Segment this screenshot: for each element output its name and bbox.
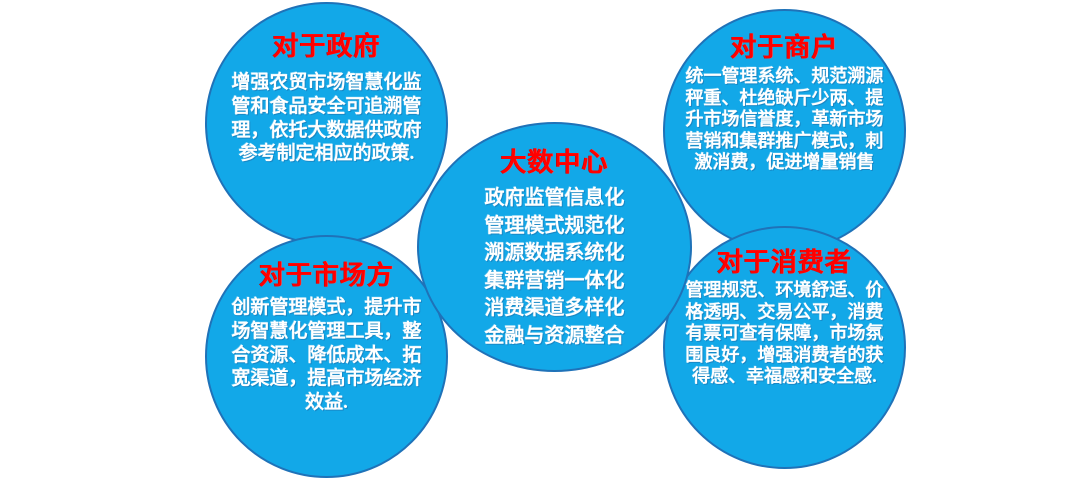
- bubble-consumer-body: 管理规范、环境舒适、价格透明、交易公平，消费有票可查有保障，市场氛围良好，增强消…: [685, 280, 884, 387]
- bubble-market-operator-title: 对于市场方: [258, 261, 394, 290]
- bubble-big-data-center-line: 集群营销一体化: [484, 269, 625, 292]
- bubble-big-data-center-line: 消费渠道多样化: [484, 297, 625, 320]
- bubble-market-operator[interactable]: 对于市场方 创新管理模式，提升市场智慧化管理工具，整合资源、降低成本、拓宽渠道，…: [205, 235, 448, 478]
- bubble-big-data-center-line: 溯源数据系统化: [484, 242, 625, 265]
- bubble-big-data-center-lines: 政府监管信息化管理模式规范化溯源数据系统化集群营销一体化消费渠道多样化金融与资源…: [435, 185, 675, 351]
- bubble-big-data-center[interactable]: 大数中心 政府监管信息化管理模式规范化溯源数据系统化集群营销一体化消费渠道多样化…: [417, 122, 692, 372]
- bubble-big-data-center-title: 大数中心: [500, 148, 609, 177]
- bubble-consumer-title: 对于消费者: [716, 248, 852, 277]
- bubble-government[interactable]: 对于政府 增强农贸市场智慧化监管和食品安全可追溯管理，依托大数据供政府参考制定相…: [205, 2, 448, 245]
- bubble-market-operator-body: 创新管理模式，提升市场智慧化管理工具，整合资源、降低成本、拓宽渠道，提高市场经济…: [231, 297, 422, 413]
- bubble-government-body: 增强农贸市场智慧化监管和食品安全可追溯管理，依托大数据供政府参考制定相应的政策.: [231, 72, 422, 165]
- bubble-consumer[interactable]: 对于消费者 管理规范、环境舒适、价格透明、交易公平，消费有票可查有保障，市场氛围…: [663, 226, 906, 469]
- bubble-merchant-body: 统一管理系统、规范溯源秤重、杜绝缺斤少两、提升市场信誉度，革新市场营销和集群推广…: [685, 66, 884, 173]
- bubble-government-title: 对于政府: [272, 32, 381, 61]
- bubble-merchant-title: 对于商户: [730, 33, 839, 62]
- bubble-big-data-center-line: 政府监管信息化: [484, 187, 625, 209]
- bubble-big-data-center-line: 管理模式规范化: [484, 214, 625, 237]
- bubble-big-data-center-line: 金融与资源整合: [484, 324, 625, 347]
- bubble-merchant[interactable]: 对于商户 统一管理系统、规范溯源秤重、杜绝缺斤少两、提升市场信誉度，革新市场营销…: [663, 9, 906, 252]
